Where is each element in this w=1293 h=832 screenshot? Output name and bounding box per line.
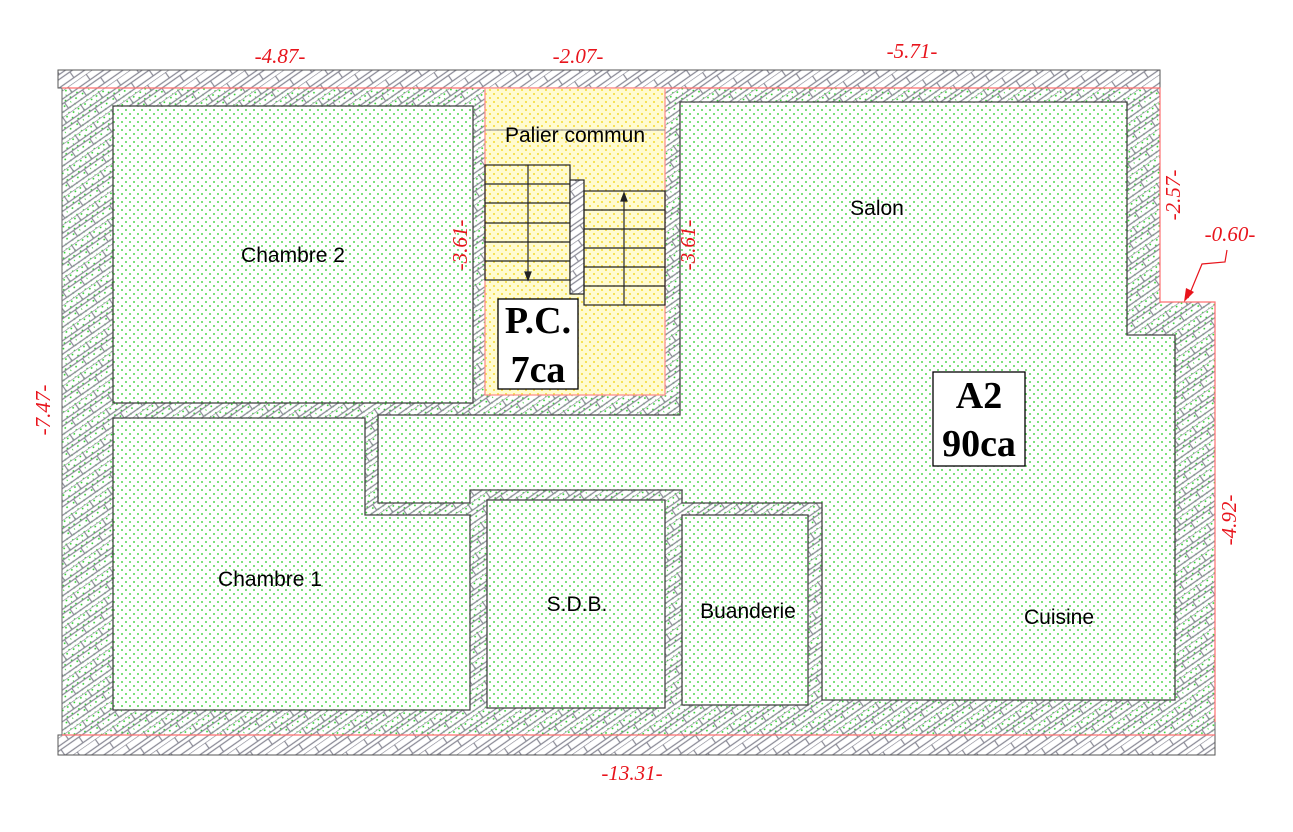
room-salon-cuisine[interactable] [377,101,1176,701]
label-salon: Salon [850,197,904,220]
tag-pc-box [497,298,579,390]
label-cuisine: Cuisine [1024,606,1094,629]
tag-a2-box [932,371,1026,467]
dim-bottom: -13.31- [601,761,662,785]
label-sdb: S.D.B. [547,593,608,616]
dim-stair-left: -3.61- [448,220,472,271]
label-palier-commun: Palier commun [505,124,645,147]
label-chambre-2: Chambre 2 [241,244,345,267]
dim-step: -0.60- [1205,222,1256,246]
staircase [484,129,666,306]
top-exterior-wall [57,69,1161,89]
dim-top-left: -4.87- [255,44,306,68]
bottom-exterior-wall [57,734,1216,756]
dim-step-leader [1187,249,1228,299]
dim-left: -7.47- [31,385,55,436]
dim-right-upper: -2.57- [1161,170,1185,221]
outline-red [62,87,1216,722]
tag-pc-name: P.C. [505,300,571,342]
dim-step-arrow [1184,288,1194,302]
room-chambre-2[interactable] [112,105,474,404]
dim-right-lower: -4.92- [1217,495,1241,546]
label-chambre-1: Chambre 1 [218,568,322,591]
dim-top-right: -5.71- [887,39,938,63]
room-buanderie[interactable] [681,514,809,706]
tag-pc-area: 7ca [511,349,566,391]
room-chambre-1[interactable] [112,417,471,711]
room-sdb[interactable] [486,499,666,709]
tag-a2-name: A2 [956,375,1002,417]
tag-a2-area: 90ca [942,423,1016,465]
label-buanderie: Buanderie [700,600,796,623]
dim-stair-right: -3.61- [676,220,700,271]
dim-top-middle: -2.07- [553,44,604,68]
